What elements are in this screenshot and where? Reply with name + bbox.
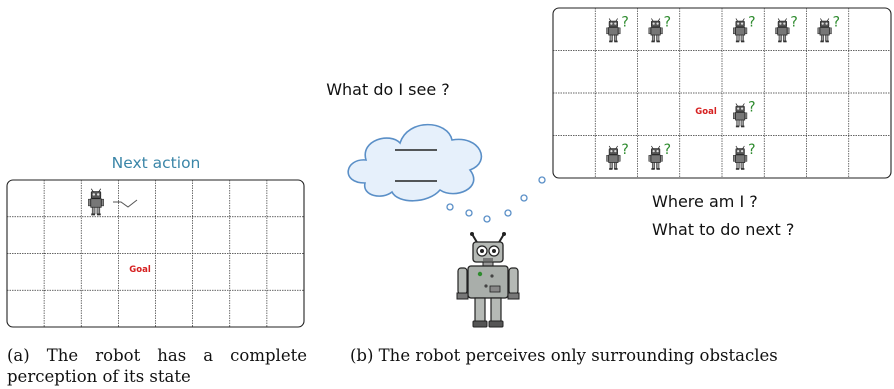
caption-a-line1: (a) The robot has a complete (7, 346, 307, 365)
grid-a (6, 179, 305, 328)
caption-b-line: (b) The robot perceives only surrounding… (350, 346, 778, 365)
caption-b: (b) The robot perceives only surrounding… (350, 345, 890, 366)
goal-label-b: Goal (695, 107, 717, 117)
panel-b: What do I see ? ????????? Goal Where am … (326, 7, 892, 328)
unknown-mark: ? (790, 14, 797, 30)
observed-robots: ????????? (606, 14, 840, 171)
question-where: Where am I ? (652, 192, 758, 211)
thought-cloud-icon (347, 123, 483, 202)
unknown-mark: ? (748, 14, 755, 30)
goal-label-a: Goal (129, 265, 151, 275)
question-what: What to do next ? (652, 220, 794, 239)
unknown-mark: ? (664, 14, 671, 30)
thought-text: What do I see ? (326, 80, 450, 99)
large-robot-icon (456, 232, 520, 328)
unknown-mark: ? (748, 99, 755, 115)
unknown-mark: ? (664, 142, 671, 158)
unknown-mark: ? (748, 142, 755, 158)
unknown-mark: ? (621, 14, 628, 30)
caption-a: (a) The robot has a complete perception … (7, 345, 307, 387)
unknown-mark: ? (833, 14, 840, 30)
thought-bubbles (446, 176, 546, 223)
dashed-arrow-icon (113, 199, 138, 208)
caption-a-line2: perception of its state (7, 367, 191, 386)
panel-a: Next action Goal (6, 154, 305, 328)
grid-b (552, 7, 892, 179)
next-action-label: Next action (112, 154, 201, 172)
unknown-mark: ? (621, 142, 628, 158)
